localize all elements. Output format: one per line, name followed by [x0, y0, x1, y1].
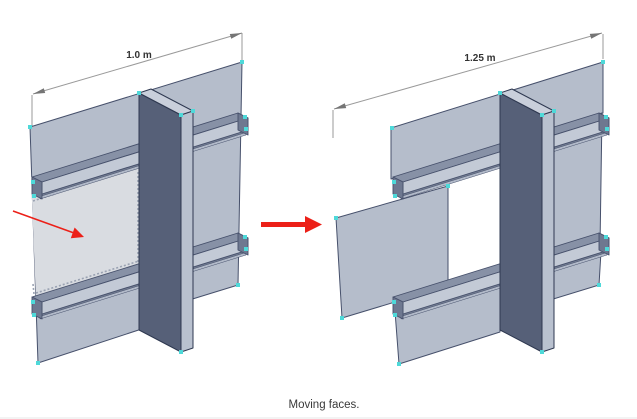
vertex-marker [240, 60, 244, 64]
vertex-marker [236, 283, 240, 287]
vertex-marker [604, 235, 608, 239]
vertex-marker [605, 247, 609, 251]
vertex-marker [397, 362, 401, 366]
vertex-marker [334, 216, 338, 220]
dimension-line [32, 32, 243, 95]
cross-panel-front-face [180, 110, 194, 353]
vertex-marker [31, 300, 35, 304]
right-diagram: 1.25 m [332, 32, 610, 366]
cross-panel-side-face [499, 92, 543, 353]
vertex-marker [179, 350, 183, 354]
transform-arrow-icon [261, 216, 322, 233]
vertex-marker [540, 350, 544, 354]
cross-panel-side-face [138, 92, 182, 353]
dimension-label: 1.0 m [126, 50, 152, 61]
vertex-marker [604, 115, 608, 119]
dimension-label: 1.25 m [464, 53, 495, 64]
dimension-line [333, 32, 603, 110]
vertex-marker [390, 126, 394, 130]
vertex-marker [601, 60, 605, 64]
vertex-marker [36, 361, 40, 365]
cross-panel [499, 88, 555, 353]
selection-jagged-edge [35, 260, 140, 294]
vertex-markers [28, 60, 248, 365]
wall-top-section [390, 61, 604, 180]
left-diagram: 1.0 m [12, 32, 249, 365]
dimension-arrowhead [33, 88, 46, 94]
vertex-marker [191, 109, 195, 113]
vertex-marker [244, 127, 248, 131]
vertex-marker [137, 91, 141, 95]
vertex-marker [392, 300, 396, 304]
vertex-marker [243, 115, 247, 119]
vertex-marker [552, 109, 556, 113]
vertex-marker [340, 316, 344, 320]
vertex-marker [28, 125, 32, 129]
vertex-marker [540, 113, 544, 117]
vertex-marker [605, 127, 609, 131]
figure-caption: Moving faces. [289, 399, 360, 411]
dimension-arrowhead [334, 103, 347, 109]
vertex-markers [334, 60, 609, 366]
vertex-marker [244, 247, 248, 251]
vertex-marker [392, 180, 396, 184]
vertex-marker [179, 113, 183, 117]
vertex-marker [498, 91, 502, 95]
vertex-marker [393, 194, 397, 198]
dimension-arrowhead [229, 33, 242, 39]
vertex-marker [243, 235, 247, 239]
vertex-marker [393, 313, 397, 317]
vertex-marker [597, 283, 601, 287]
dimension-1m: 1.0 m [31, 32, 243, 126]
dimension-1-25m: 1.25 m [332, 32, 604, 138]
face-select-arrow-icon [12, 210, 84, 239]
cross-panel [138, 88, 194, 353]
vertex-marker [31, 180, 35, 184]
dimension-arrowhead [589, 33, 602, 39]
vertex-marker [446, 184, 450, 188]
cross-panel-front-face [541, 110, 555, 353]
vertex-marker [32, 313, 36, 317]
vertex-marker [32, 194, 36, 198]
